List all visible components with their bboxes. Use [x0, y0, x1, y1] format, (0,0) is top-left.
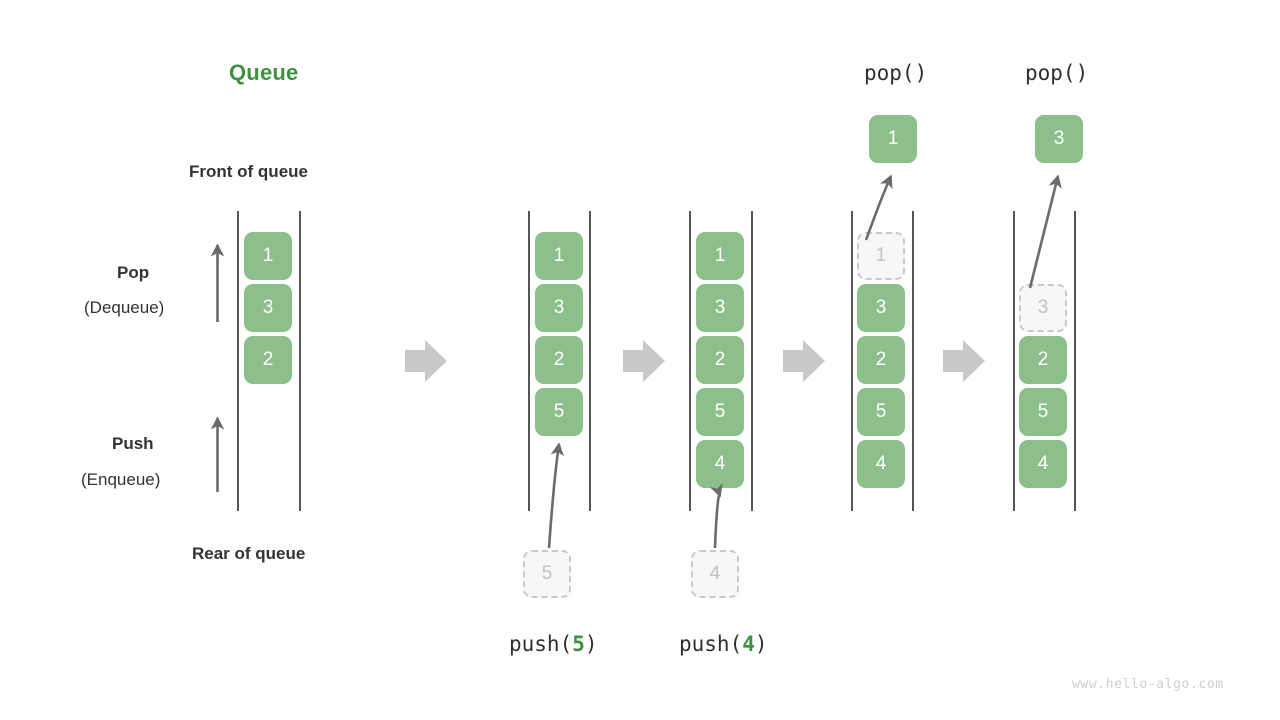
popped-cell: 1 — [869, 115, 917, 163]
transition-arrow — [783, 340, 825, 382]
rail-left — [851, 211, 853, 511]
queue-cell: 4 — [1019, 440, 1067, 488]
pop-operation-label: pop() — [1025, 61, 1089, 85]
queue-cell: 2 — [1019, 336, 1067, 384]
queue-cell: 5 — [1019, 388, 1067, 436]
rail-right — [912, 211, 914, 511]
rail-right — [299, 211, 301, 511]
front-of-queue-label: Front of queue — [189, 162, 308, 181]
queue-cell-ghost: 1 — [857, 232, 905, 280]
incoming-ghost-cell: 4 — [691, 550, 739, 598]
queue-cell-ghost: 3 — [1019, 284, 1067, 332]
rail-right — [751, 211, 753, 511]
diagram-title: Queue — [229, 60, 299, 85]
pop-label: Pop — [117, 263, 150, 282]
queue-cell: 5 — [696, 388, 744, 436]
rail-right — [1074, 211, 1076, 511]
push-5-arrow — [547, 442, 565, 549]
queue-cell: 3 — [857, 284, 905, 332]
caption-suffix: ) — [584, 632, 598, 656]
pop-operation-label: pop() — [864, 61, 928, 85]
queue-cell: 3 — [696, 284, 744, 332]
rail-left — [689, 211, 691, 511]
push-4-arrow — [709, 483, 723, 549]
queue-cell: 5 — [535, 388, 583, 436]
rail-right — [589, 211, 591, 511]
queue-cell: 4 — [696, 440, 744, 488]
queue-cell: 2 — [857, 336, 905, 384]
transition-arrow — [623, 340, 665, 382]
queue-cell: 1 — [535, 232, 583, 280]
queue-cell: 1 — [244, 232, 292, 280]
transition-arrow — [405, 340, 447, 382]
queue-cell: 2 — [535, 336, 583, 384]
rail-left — [237, 211, 239, 511]
queue-cell: 5 — [857, 388, 905, 436]
pop-sublabel: (Dequeue) — [84, 298, 165, 317]
push-sublabel: (Enqueue) — [81, 470, 161, 489]
pop-3-arrow — [1028, 174, 1062, 289]
stage-caption: push(5) — [509, 632, 598, 656]
rear-of-queue-label: Rear of queue — [192, 544, 306, 563]
stage-caption: push(4) — [679, 632, 768, 656]
rail-left — [1013, 211, 1015, 511]
queue-cell: 3 — [535, 284, 583, 332]
pop-1-arrow — [864, 174, 893, 241]
incoming-ghost-cell: 5 — [523, 550, 571, 598]
watermark: www.hello-algo.com — [1072, 677, 1224, 692]
caption-prefix: push( — [509, 632, 573, 656]
caption-arg: 4 — [742, 632, 755, 656]
push-label: Push — [112, 434, 154, 453]
queue-cell: 2 — [696, 336, 744, 384]
transition-arrow — [943, 340, 985, 382]
popped-cell: 3 — [1035, 115, 1083, 163]
caption-suffix: ) — [754, 632, 768, 656]
caption-prefix: push( — [679, 632, 743, 656]
queue-cell: 4 — [857, 440, 905, 488]
caption-arg: 5 — [572, 632, 585, 656]
rail-left — [528, 211, 530, 511]
queue-cell: 2 — [244, 336, 292, 384]
queue-cell: 3 — [244, 284, 292, 332]
queue-cell: 1 — [696, 232, 744, 280]
